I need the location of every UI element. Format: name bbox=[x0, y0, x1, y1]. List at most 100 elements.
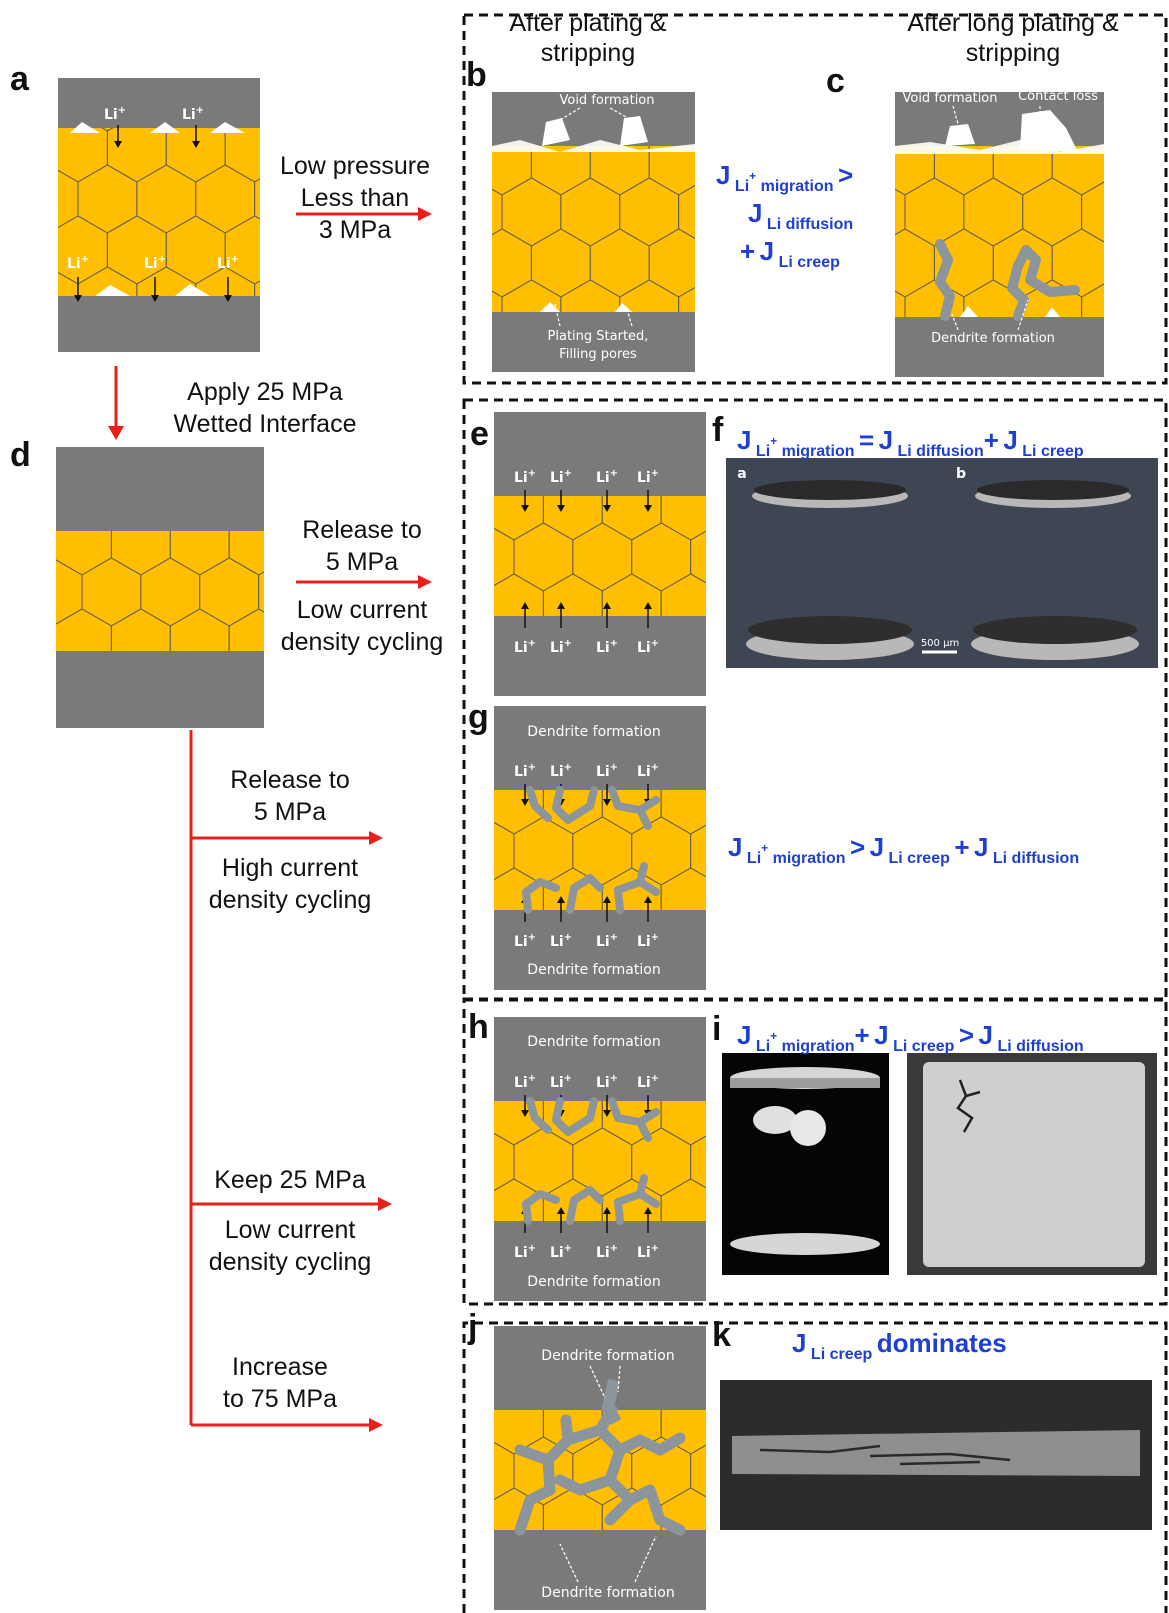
panel-h-li-arrow-bottom-1-head bbox=[557, 1207, 565, 1214]
panel-b-plating-label: Plating Started, bbox=[548, 329, 649, 344]
condition-release-high-line2: 5 MPa bbox=[253, 798, 327, 826]
panel-h-li-arrow-bottom-3-head bbox=[644, 1207, 652, 1214]
panel-a-li-arrow-t1-head bbox=[114, 141, 122, 148]
condition-release-low: Release to 5 MPa bbox=[272, 514, 452, 578]
eq-i-creep: Li creep bbox=[893, 1038, 955, 1055]
panel-label-c: c bbox=[826, 62, 845, 100]
panel-a-li-arrow-b1-head bbox=[74, 295, 82, 302]
panel-h-dendrite-bottom bbox=[522, 1174, 660, 1225]
panel-h-dendrite-label-bottom: Dendrite formation bbox=[527, 1274, 660, 1290]
condition-keep-25mpa: Keep 25 MPa bbox=[195, 1164, 385, 1196]
eq-i-plus: + bbox=[854, 1020, 870, 1050]
eq-f-plus: + bbox=[983, 425, 999, 455]
panel-k-cracks bbox=[759, 1444, 1011, 1466]
panel-c-dendrite-2 bbox=[1007, 245, 1080, 321]
eq-bc-creep: Li creep bbox=[778, 254, 840, 271]
panel-label-i: i bbox=[712, 1010, 722, 1048]
condition-increase-line2: to 75 MPa bbox=[223, 1385, 337, 1413]
eq-g-J2: J bbox=[869, 832, 885, 862]
grain-hexagon bbox=[678, 286, 695, 316]
panel-f-disc-top-surface-0 bbox=[754, 480, 906, 500]
header-b-line2: stripping bbox=[540, 39, 636, 67]
panel-j-pointer-2 bbox=[617, 1365, 621, 1393]
panel-label-d: d bbox=[10, 436, 31, 474]
grain-hexagon bbox=[1111, 229, 1169, 297]
panel-c-contact-loss bbox=[1020, 110, 1078, 152]
panel-c-contact-loss-label: Contact loss bbox=[1018, 89, 1098, 104]
arrow-to-h-head bbox=[378, 1197, 392, 1211]
eq-g-J3: J bbox=[973, 832, 989, 862]
eq-k-dominates: dominates bbox=[876, 1328, 1007, 1358]
grain-hexagon bbox=[492, 290, 503, 316]
grain-hexagon bbox=[560, 279, 621, 316]
panel-c-dendrite-label: Dendrite formation bbox=[931, 331, 1055, 346]
condition-low-pressure: Low pressure Less than 3 MPa bbox=[270, 150, 440, 246]
grain-hexagon bbox=[750, 919, 809, 987]
condition-high-current: High current density cycling bbox=[195, 852, 385, 916]
panel-f-disc-bottom-surface-1 bbox=[973, 616, 1137, 644]
panel-c-dendrite-pointer-1 bbox=[951, 313, 959, 331]
condition-high-current-line2: density cycling bbox=[208, 886, 372, 914]
panel-a-bottom-voids bbox=[95, 284, 210, 296]
panel-j-top-electrode bbox=[494, 1326, 706, 1412]
grain-hexagon bbox=[750, 1539, 809, 1607]
grain-hexagon bbox=[58, 271, 79, 300]
grain-hexagon bbox=[195, 266, 256, 300]
grain-hexagon bbox=[56, 608, 112, 653]
condition-apply-line2: Wetted Interface bbox=[173, 410, 357, 438]
panel-a-li-arrow-b2-head bbox=[151, 295, 159, 302]
grain-hexagon bbox=[1141, 76, 1169, 144]
panel-label-h: h bbox=[468, 1008, 489, 1046]
condition-release-high-line1: Release to bbox=[230, 766, 350, 794]
panel-g-dendrite-label-top: Dendrite formation bbox=[527, 724, 660, 740]
panel-b-plating-pointer-2 bbox=[625, 305, 633, 327]
eq-f-plus-sup: + bbox=[770, 434, 778, 448]
eq-bc-J2: J bbox=[748, 198, 763, 228]
panel-a-grains bbox=[0, 63, 373, 386]
condition-keep-current-line1: Low current bbox=[224, 1216, 356, 1244]
grain-hexagon bbox=[738, 280, 797, 348]
eq-i-migration: migration bbox=[781, 1038, 855, 1055]
condition-increase: Increase to 75 MPa bbox=[205, 1351, 355, 1415]
panel-e-li-arrow-top-2-head bbox=[603, 505, 611, 512]
grain-hexagon bbox=[0, 318, 49, 386]
eq-i-gt: > bbox=[958, 1020, 975, 1050]
panel-e-li-arrow-bottom-1-head bbox=[557, 602, 565, 609]
panel-label-k: k bbox=[712, 1316, 731, 1354]
panel-f-disc-bottom-surface-0 bbox=[748, 616, 912, 644]
grain-hexagon bbox=[660, 867, 706, 912]
panel-j-dendrite-label-top: Dendrite formation bbox=[541, 1348, 674, 1364]
panel-g-dendrite-bottom bbox=[522, 862, 660, 914]
eq-bc-J1: J bbox=[716, 160, 731, 190]
grain-hexagon bbox=[259, 660, 318, 728]
grain-hexagon bbox=[314, 267, 373, 335]
panel-b-grains bbox=[492, 146, 797, 348]
panel-g-top-electrode bbox=[494, 706, 706, 792]
header-c-line2: stripping bbox=[965, 39, 1061, 67]
arrow-a-to-d-head bbox=[108, 426, 124, 440]
grain-hexagon bbox=[494, 573, 544, 618]
grain-hexagon bbox=[426, 766, 485, 834]
eq-f-equals: = bbox=[858, 425, 875, 455]
eq-bc-J3: J bbox=[759, 236, 775, 266]
panel-j-dendrite-label-bottom: Dendrite formation bbox=[541, 1585, 674, 1601]
panel-i-crack bbox=[956, 1079, 981, 1133]
eq-i-J2: J bbox=[874, 1020, 889, 1050]
panel-c-bottom-electrode bbox=[895, 317, 1104, 377]
eq-k-J: J bbox=[792, 1328, 807, 1358]
panel-b-void-label: Void formation bbox=[559, 93, 654, 108]
grain-hexagon bbox=[426, 1077, 485, 1145]
grain-hexagon bbox=[1141, 280, 1169, 348]
panel-e-li-arrow-top-3-head bbox=[644, 505, 652, 512]
panel-e-li-arrow-bottom-3-head bbox=[644, 602, 652, 609]
panel-b-void-pointer-1 bbox=[559, 107, 581, 121]
panel-c-bottom-pits bbox=[960, 306, 1060, 317]
panel-b-bottom-electrode bbox=[492, 312, 695, 372]
eq-g-migration: migration bbox=[772, 850, 846, 867]
grain-hexagon bbox=[255, 63, 314, 131]
eq-f-J2: J bbox=[878, 425, 894, 455]
panel-e-li-arrow-top-0-head bbox=[521, 505, 529, 512]
panel-i-pellet-section bbox=[923, 1062, 1145, 1267]
condition-release-low-line2: 5 MPa bbox=[325, 548, 399, 576]
